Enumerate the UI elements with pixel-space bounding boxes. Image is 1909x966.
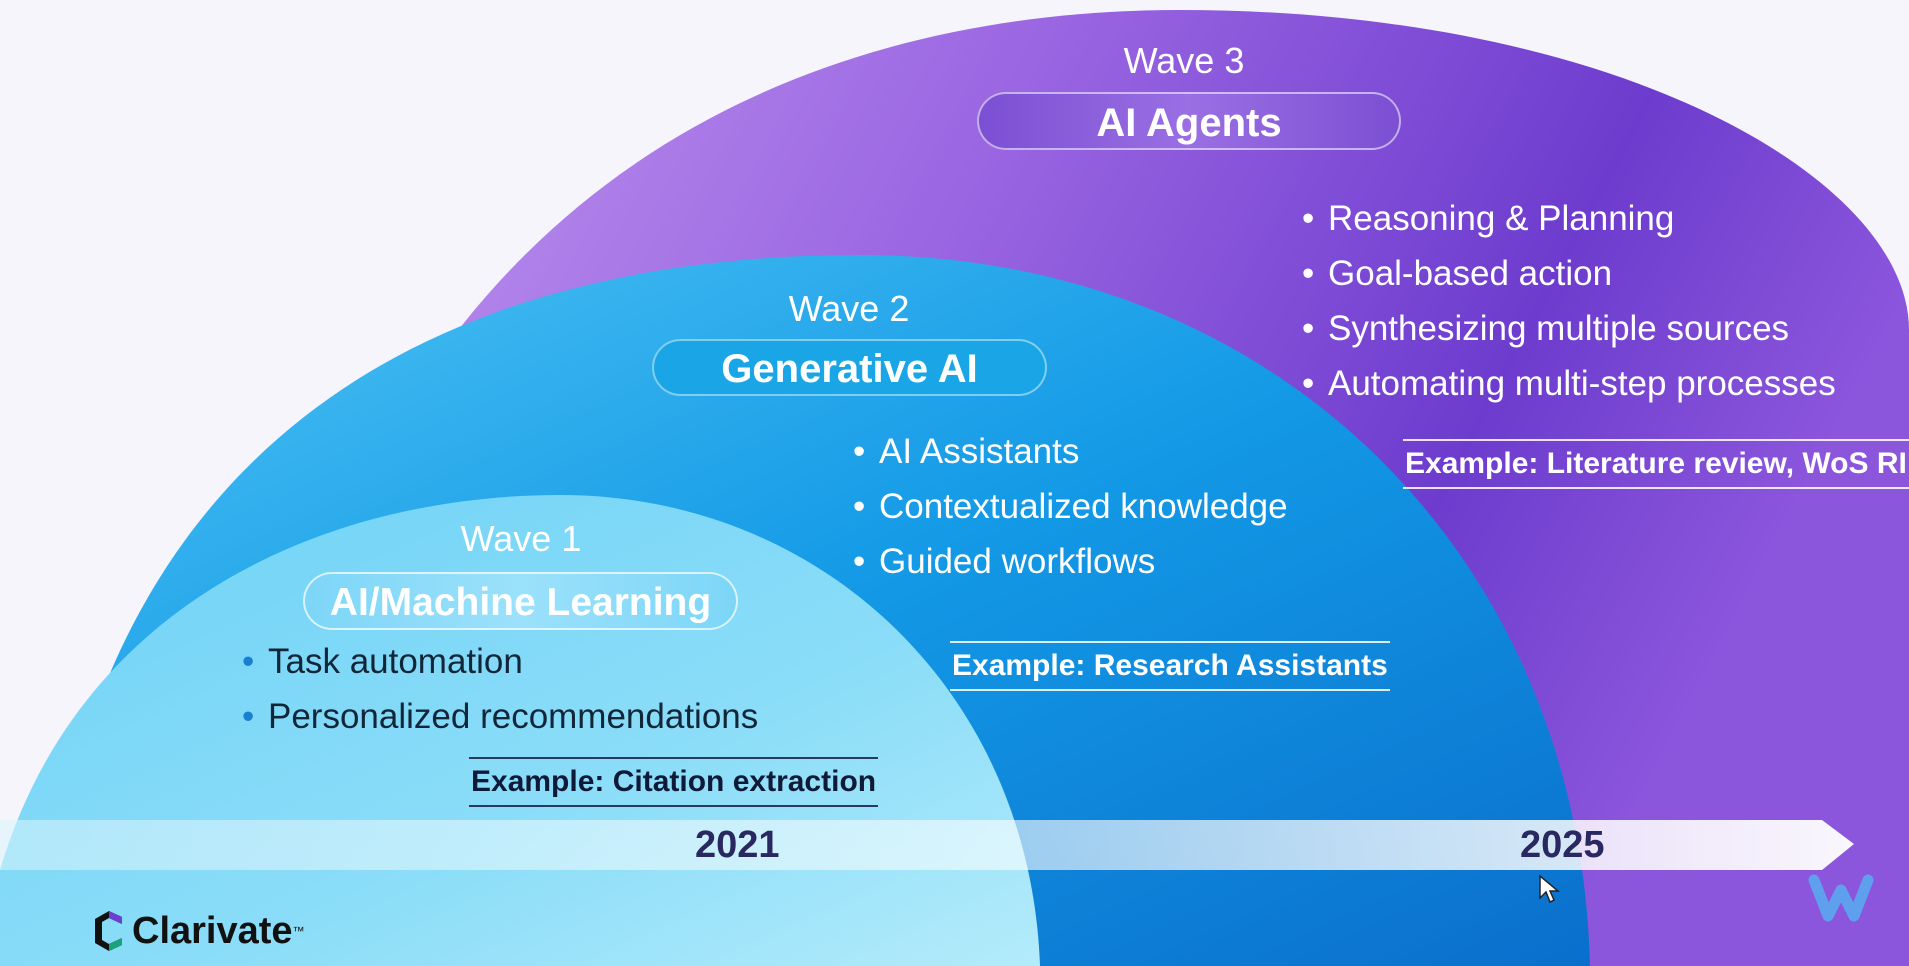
clarivate-logo-text: Clarivate xyxy=(132,909,293,952)
wave3-title: AI Agents xyxy=(977,92,1401,150)
year-end: 2025 xyxy=(1520,824,1605,866)
watermark-icon xyxy=(1808,874,1874,922)
wave1-title: AI/Machine Learning xyxy=(303,572,738,630)
list-item: Guided workflows xyxy=(851,534,1288,589)
trademark-symbol: ™ xyxy=(292,924,305,938)
timeline-arrow xyxy=(0,820,1854,870)
mouse-cursor-icon xyxy=(1539,874,1561,904)
year-start: 2021 xyxy=(695,824,780,866)
wave3-example: Example: Literature review, WoS RI xyxy=(1403,439,1909,489)
list-item: Synthesizing multiple sources xyxy=(1300,301,1836,356)
list-item: Contextualized knowledge xyxy=(851,479,1288,534)
wave1-bullets: Task automation Personalized recommendat… xyxy=(240,634,758,744)
wave3-label: Wave 3 xyxy=(1123,40,1245,81)
list-item: AI Assistants xyxy=(851,424,1288,479)
list-item: Reasoning & Planning xyxy=(1300,191,1836,246)
list-item: Personalized recommendations xyxy=(240,689,758,744)
wave2-label: Wave 2 xyxy=(788,288,910,329)
clarivate-logo-icon xyxy=(95,911,122,951)
wave2-title: Generative AI xyxy=(652,339,1047,396)
list-item: Automating multi-step processes xyxy=(1300,356,1836,411)
wave3-bullets: Reasoning & Planning Goal-based action S… xyxy=(1300,191,1836,411)
list-item: Goal-based action xyxy=(1300,246,1836,301)
wave2-example: Example: Research Assistants xyxy=(950,641,1390,691)
wave1-label: Wave 1 xyxy=(460,518,582,559)
list-item: Task automation xyxy=(240,634,758,689)
wave1-example: Example: Citation extraction xyxy=(469,757,879,807)
wave2-bullets: AI Assistants Contextualized knowledge G… xyxy=(851,424,1288,589)
